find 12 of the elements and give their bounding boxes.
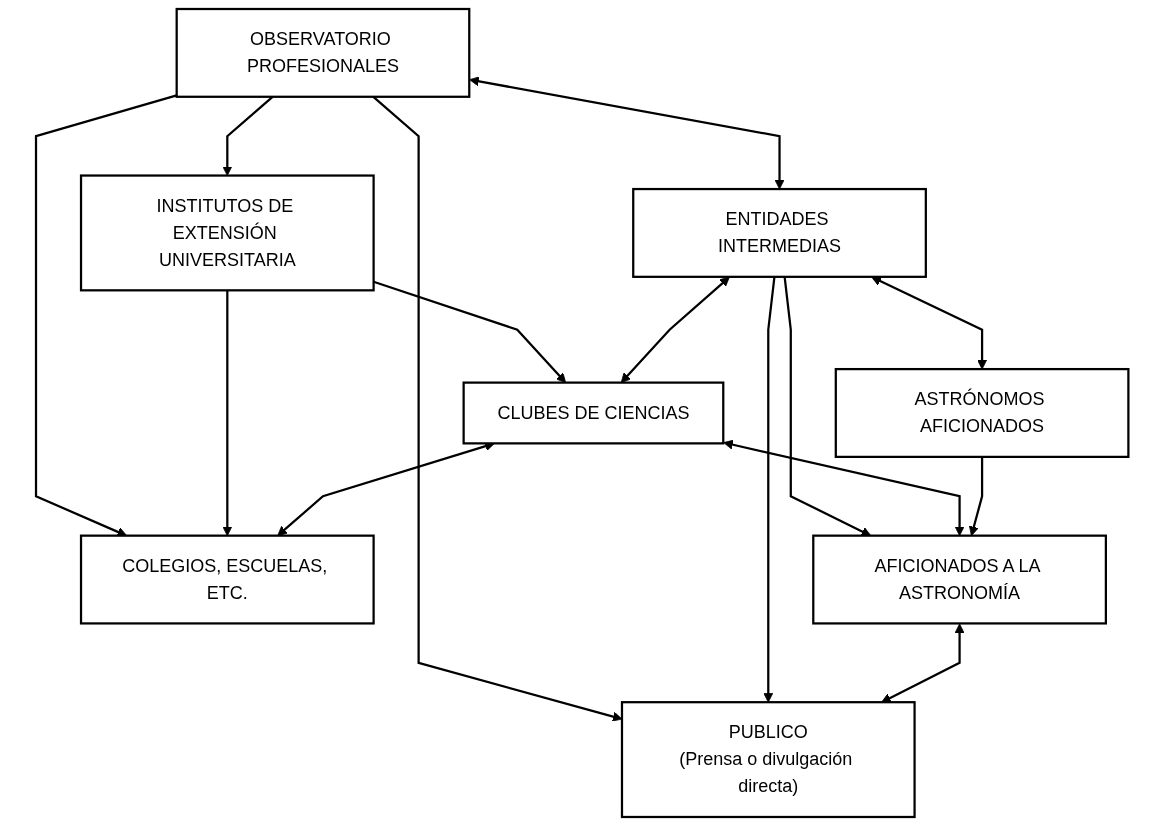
node-box: OBSERVATORIO PROFESIONALES	[175, 7, 471, 98]
node-box: PUBLICO (Prensa o divulgación directa)	[621, 701, 916, 819]
node-box: ASTRÓNOMOS AFICIONADOS	[834, 367, 1130, 458]
node-box: COLEGIOS, ESCUELAS, ETC.	[80, 534, 376, 625]
node-box: ENTIDADES INTERMEDIAS	[632, 187, 928, 278]
arrow	[763, 276, 776, 703]
arrow	[469, 76, 785, 190]
arrow	[871, 276, 988, 370]
node-box: INSTITUTOS DE EXTENSIÓN UNIVERSITARIA	[80, 174, 376, 292]
node-box: AFICIONADOS A LA ASTRONOMÍA	[812, 534, 1108, 625]
arrow	[881, 623, 965, 703]
node-box: CLUBES DE CIENCIAS	[462, 381, 725, 445]
